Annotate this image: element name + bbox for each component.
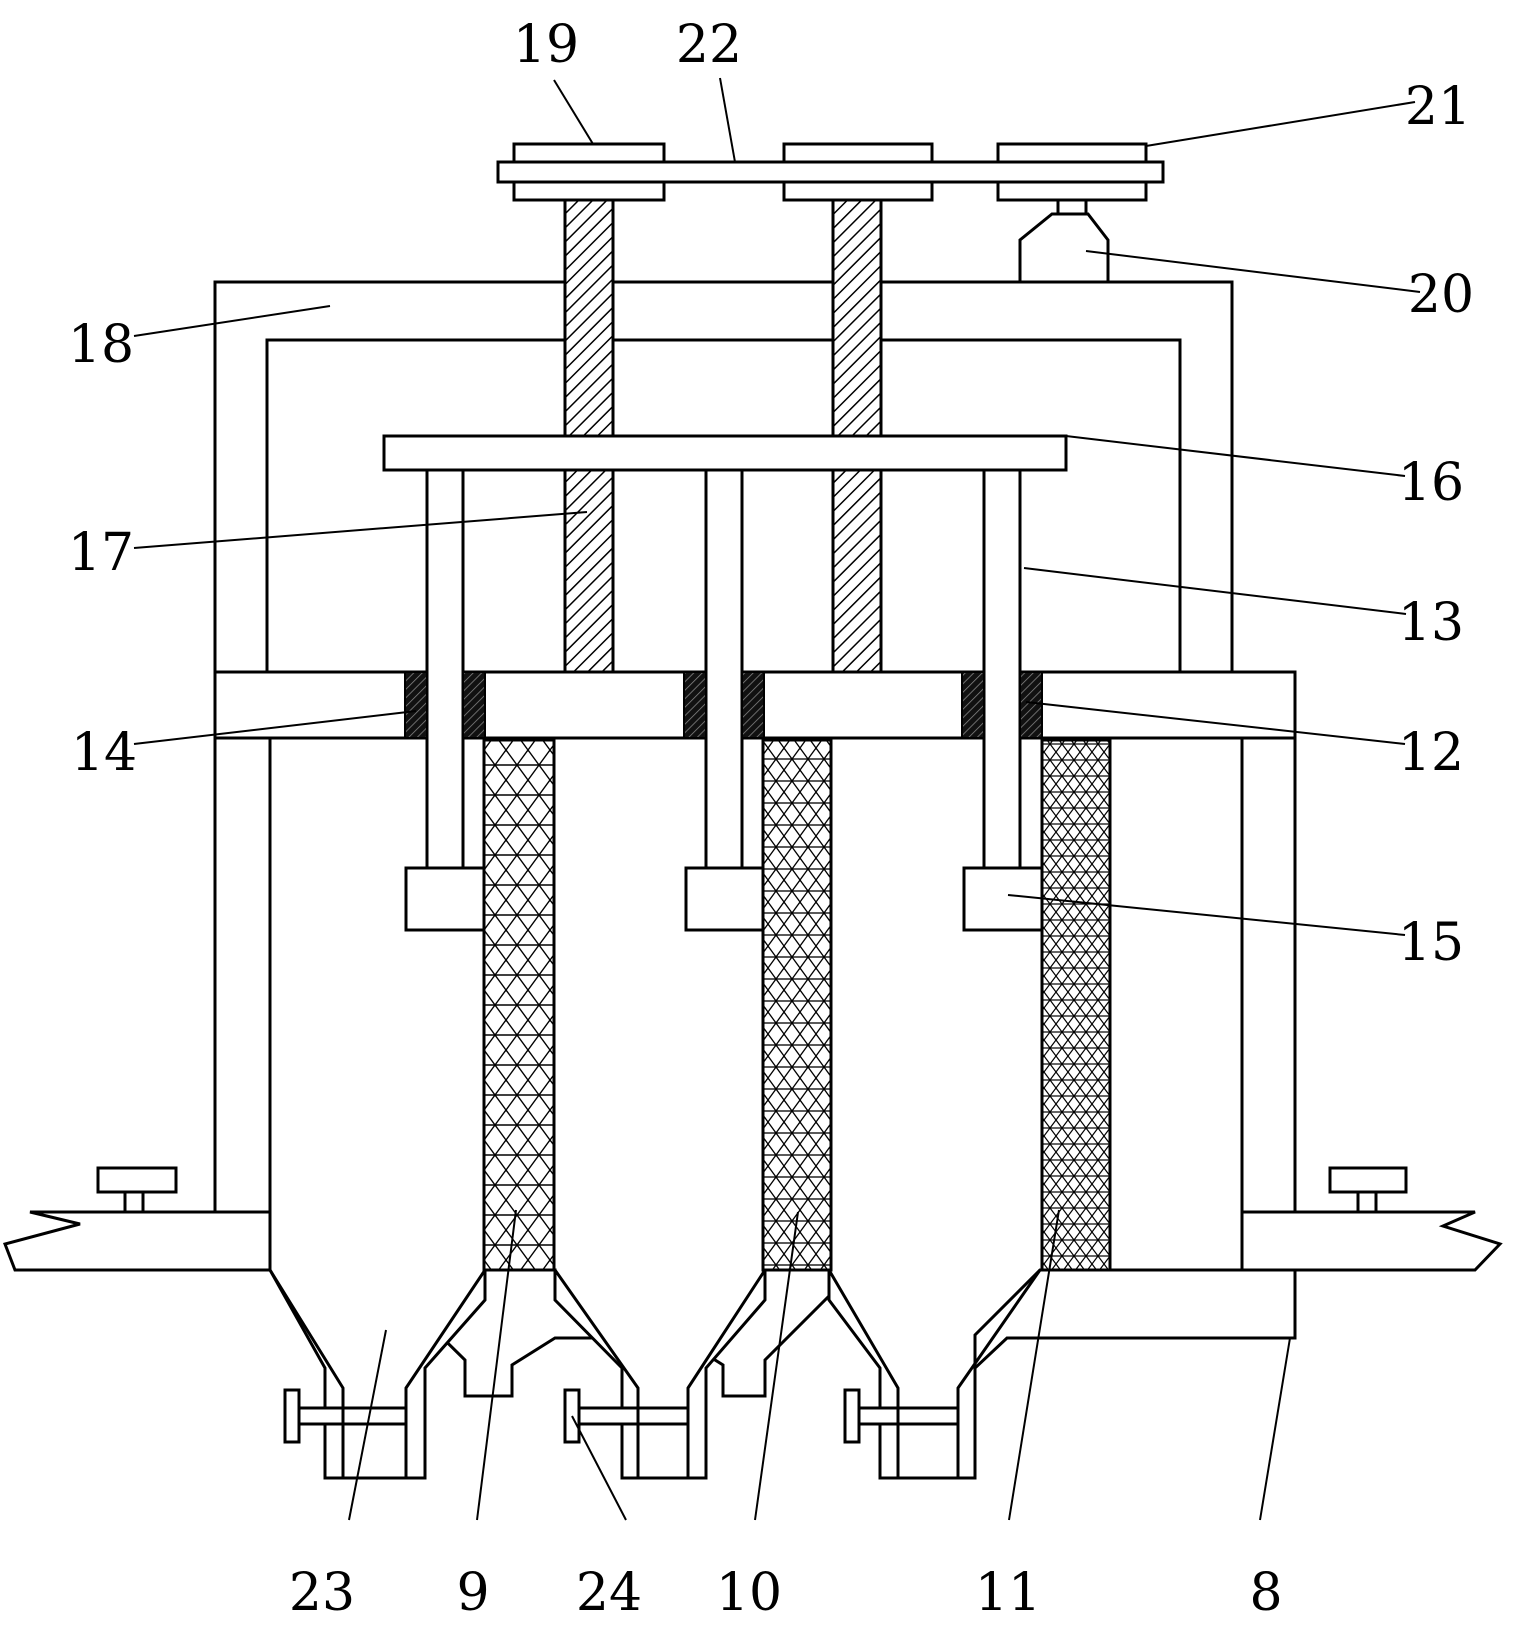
label-24: 24 <box>576 1563 642 1623</box>
label-20: 20 <box>1408 265 1474 325</box>
label-11: 11 <box>975 1563 1041 1623</box>
label-14: 14 <box>71 723 137 783</box>
left-bracket <box>3 1166 272 1272</box>
label-17: 17 <box>68 523 134 583</box>
scraper-block-2 <box>684 866 766 932</box>
label-8: 8 <box>1249 1563 1282 1623</box>
seal-rings <box>404 671 1043 739</box>
callout-labels: 19 22 21 20 18 16 17 13 14 12 15 23 9 24… <box>68 15 1474 1623</box>
push-rod-2 <box>704 468 744 870</box>
label-10: 10 <box>716 1563 782 1623</box>
scraper-block-3 <box>962 866 1044 932</box>
leader-lines <box>133 77 1421 1521</box>
label-21: 21 <box>1405 77 1471 137</box>
drive-motor <box>1018 198 1110 284</box>
label-19: 19 <box>513 15 579 75</box>
filter-screen-coarse <box>482 738 556 1272</box>
label-22: 22 <box>676 15 742 75</box>
outlet-valves <box>283 1388 960 1444</box>
label-9: 9 <box>456 1563 489 1623</box>
label-13: 13 <box>1398 593 1464 653</box>
pulley-belt-assembly <box>496 142 1165 202</box>
scraper-block-1 <box>404 866 486 932</box>
lifting-plate <box>382 434 1068 472</box>
label-18: 18 <box>68 315 134 375</box>
label-12: 12 <box>1398 723 1464 783</box>
right-bracket <box>1240 1166 1503 1272</box>
push-rod-3 <box>982 468 1022 870</box>
label-15: 15 <box>1398 913 1464 973</box>
filter-screen-fine <box>1040 738 1112 1272</box>
filter-screen-medium <box>761 738 833 1272</box>
label-16: 16 <box>1398 453 1464 513</box>
label-23: 23 <box>289 1563 355 1623</box>
push-rod-1 <box>425 468 465 870</box>
